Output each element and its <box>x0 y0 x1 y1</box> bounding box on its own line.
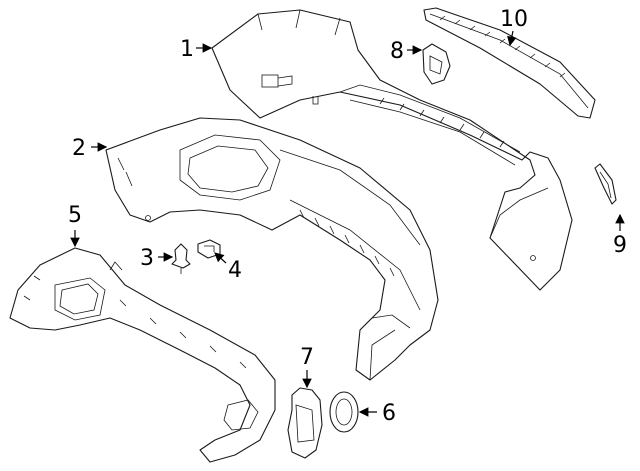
leader-lines <box>70 30 625 417</box>
callout-8: 8 <box>390 39 404 64</box>
part-1-upper-bumper-cover <box>211 9 573 291</box>
callout-9: 9 <box>613 233 627 258</box>
part-10-spoiler-strip <box>423 7 596 119</box>
callout-2: 2 <box>72 136 86 161</box>
callout-6: 6 <box>382 401 396 426</box>
callout-labels: 1 2 3 4 5 6 7 8 9 10 <box>68 7 627 426</box>
callout-7: 7 <box>300 345 314 370</box>
callout-4: 4 <box>228 258 242 283</box>
part-7-sensor-bracket <box>287 387 323 459</box>
part-6-sensor-housing <box>329 391 359 433</box>
callout-10: 10 <box>500 7 528 32</box>
callout-3: 3 <box>140 246 154 271</box>
callout-5: 5 <box>68 203 82 228</box>
part-8-bracket <box>422 43 451 85</box>
part-9-side-trim <box>594 163 617 205</box>
part-5-lower-valance <box>9 247 276 463</box>
part-3-push-clip <box>171 243 191 274</box>
callout-1: 1 <box>180 37 194 62</box>
part-2-lower-bumper-cover <box>105 117 439 381</box>
